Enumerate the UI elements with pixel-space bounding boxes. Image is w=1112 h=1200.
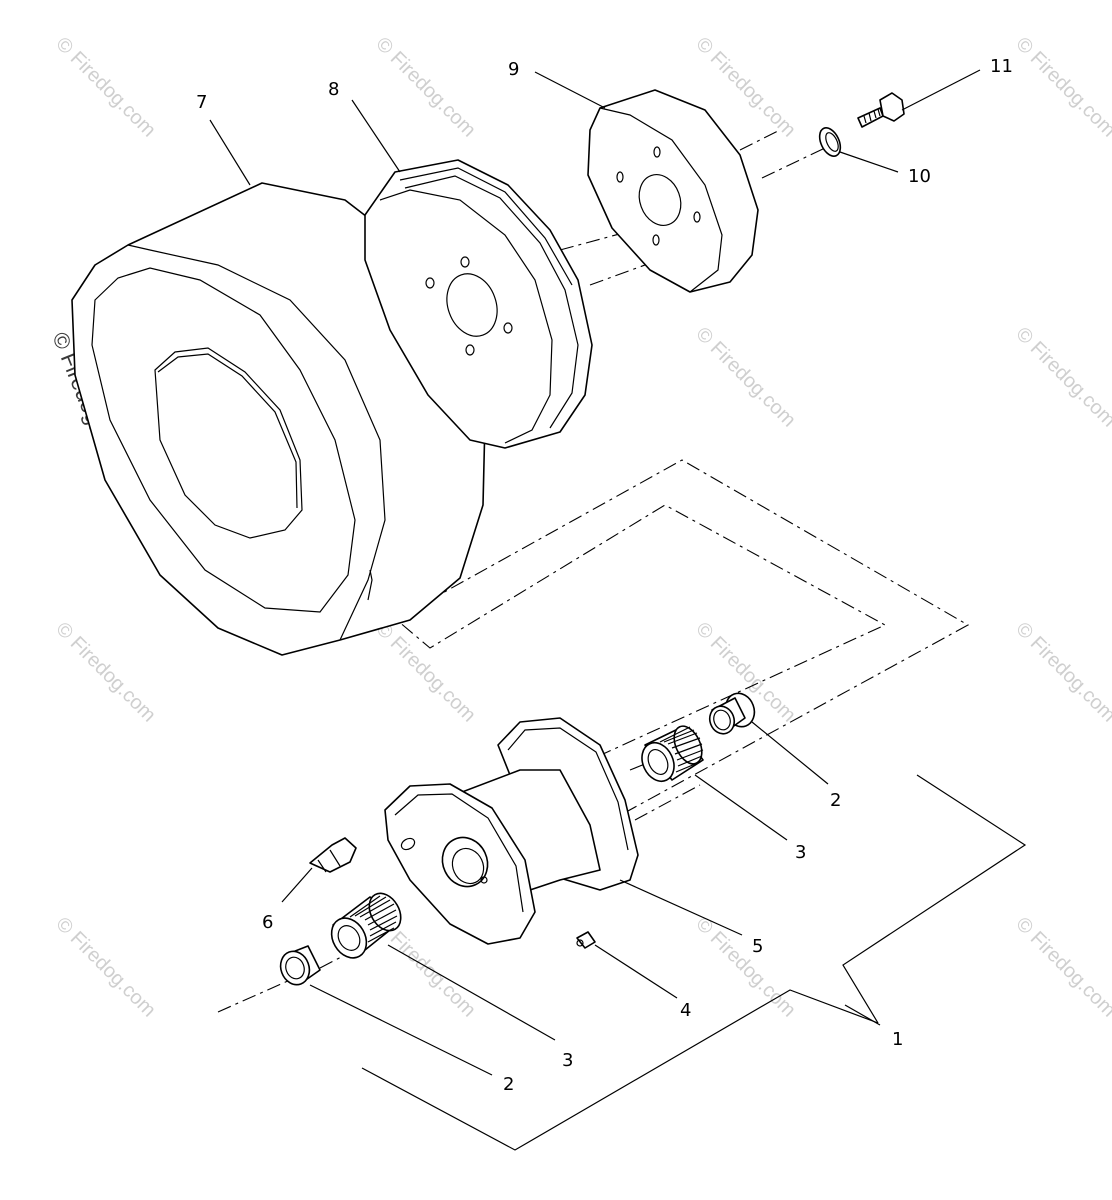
watermark: © Firedog.com — [1011, 618, 1112, 727]
callout-5: 5 — [752, 936, 763, 957]
callout-2-lower: 2 — [503, 1074, 514, 1095]
callout-4: 4 — [680, 1000, 691, 1021]
watermark: © Firedog.com — [371, 618, 480, 727]
callout-1: 1 — [892, 1029, 903, 1050]
watermark: © Firedog.com — [51, 913, 160, 1022]
watermark: © Firedog.com — [691, 913, 800, 1022]
grease-nipple — [576, 931, 596, 949]
callout-6: 6 — [262, 912, 273, 933]
callout-3-upper: 3 — [795, 842, 806, 863]
watermark: © Firedog.com — [371, 33, 480, 142]
watermark: © Firedog.com — [51, 33, 160, 142]
bearing-lower — [330, 892, 402, 959]
leader-lines — [209, 69, 1027, 1151]
bushing-lower — [279, 945, 321, 986]
callout-8: 8 — [328, 79, 339, 100]
callout-9: 9 — [508, 59, 519, 80]
watermark: © Firedog.com — [1011, 913, 1112, 1022]
watermark: © Firedog.com — [691, 323, 800, 432]
bushing-upper — [708, 692, 756, 735]
callout-3-lower: 3 — [562, 1050, 573, 1071]
watermark: © Firedog.com — [1011, 323, 1112, 432]
callout-2-upper: 2 — [830, 790, 841, 811]
washer — [818, 127, 842, 157]
watermark: © Firedog.com — [1011, 33, 1112, 142]
bearing-upper — [641, 725, 704, 783]
callout-10: 10 — [908, 166, 931, 187]
hub — [384, 717, 639, 945]
grease-cap — [309, 837, 357, 873]
callout-labels: 7 8 9 11 10 2 3 5 4 6 3 2 1 — [196, 56, 1013, 1095]
callout-11: 11 — [990, 56, 1013, 77]
wheel-disc — [587, 89, 759, 293]
bolt — [857, 92, 905, 128]
watermark: © Firedog.com — [51, 618, 160, 727]
rim — [364, 159, 593, 449]
callout-7: 7 — [196, 92, 207, 113]
